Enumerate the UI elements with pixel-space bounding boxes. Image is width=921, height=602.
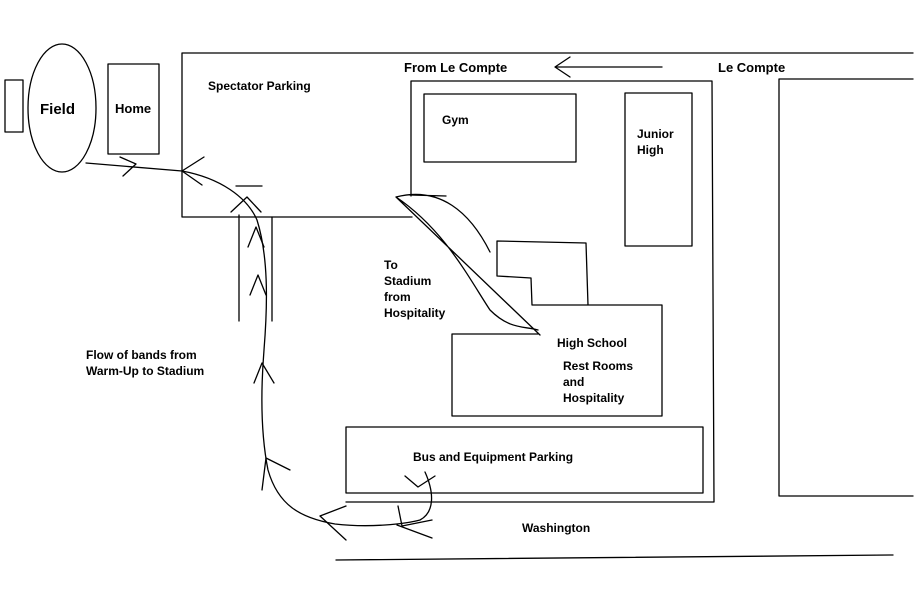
high-school-label: High School — [557, 336, 627, 350]
spectator-parking-label: Spectator Parking — [208, 79, 311, 93]
hospitality-to-stadium-path — [395, 193, 541, 336]
gym-building — [423, 93, 577, 163]
bus-parking-lot — [345, 426, 704, 494]
home-label: Home — [115, 101, 151, 116]
from-le-compte-label: From Le Compte — [404, 60, 507, 75]
washington-label: Washington — [522, 521, 590, 535]
spectator-parking-lot — [181, 52, 914, 218]
east-block — [778, 78, 914, 497]
flow-arrowheads — [119, 156, 436, 541]
rest-rooms-label-line1: Rest Rooms — [563, 359, 633, 373]
to-stadium-label-line1: To — [384, 258, 398, 272]
campus-outline — [345, 80, 715, 503]
rest-rooms-label-line2: and — [563, 375, 584, 389]
le-compte-arrow — [554, 56, 663, 78]
junior-high-building — [624, 92, 693, 247]
junior-high-label-line2: High — [637, 143, 664, 157]
rest-rooms-label-line3: Hospitality — [563, 391, 625, 405]
field-shape — [27, 43, 97, 173]
home-stands — [107, 63, 160, 155]
bus-parking-label: Bus and Equipment Parking — [413, 450, 573, 464]
flow-label-line2: Warm-Up to Stadium — [86, 364, 204, 378]
band-flow-path — [85, 162, 433, 527]
to-stadium-label-line4: Hospitality — [384, 306, 446, 320]
flow-label-line1: Flow of bands from — [86, 348, 197, 362]
junior-high-label-line1: Junior — [637, 127, 674, 141]
field-label: Field — [40, 101, 75, 118]
scoreboard-box — [4, 79, 24, 133]
high-school-building — [451, 240, 663, 417]
gym-label: Gym — [442, 113, 469, 127]
to-stadium-label-line3: from — [384, 290, 411, 304]
le-compte-label: Le Compte — [718, 60, 785, 75]
to-stadium-label-line2: Stadium — [384, 274, 431, 288]
washington-street — [335, 554, 894, 561]
